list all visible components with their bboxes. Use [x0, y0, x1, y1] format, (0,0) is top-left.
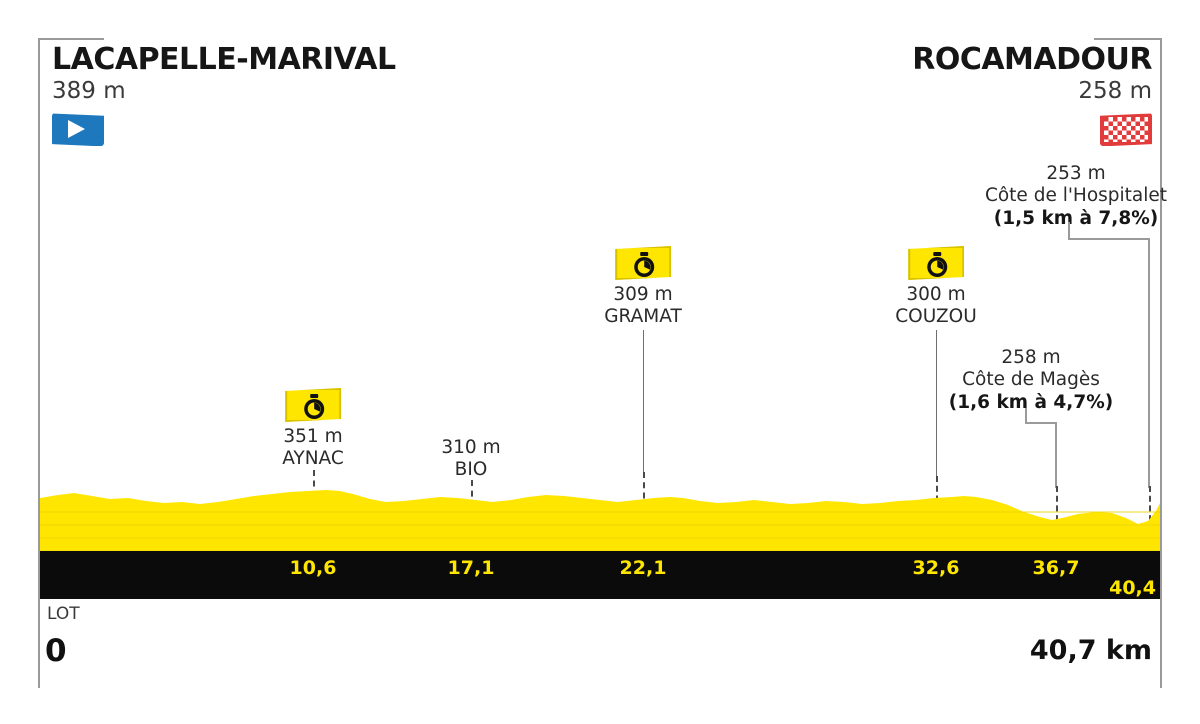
marker-altitude: 300 m [906, 284, 966, 305]
axis-tick-last: 40,4 [1109, 577, 1156, 599]
frame-top-right-cap [1094, 38, 1162, 40]
marker-name: AYNAC [282, 447, 344, 469]
marker-altitude: 309 m [613, 284, 673, 305]
finish-town-name: ROCAMADOUR [912, 42, 1152, 77]
department-label: LOT [47, 604, 80, 624]
sprint-stopwatch-icon [614, 246, 671, 280]
axis-tick-1: 17,1 [447, 557, 495, 579]
marker-name: BIO [454, 458, 488, 480]
marker-altitude: 310 m [441, 437, 501, 458]
marker-couzou: 300 m COUZOU [895, 246, 977, 328]
marker-gramat: 309 m GRAMAT [604, 246, 682, 328]
frame-right-border [1160, 38, 1162, 688]
marker-name: COUZOU [895, 305, 977, 327]
start-town-block: LACAPELLE-MARIVAL 389 m [52, 42, 396, 147]
climb-altitude: 258 m [1001, 347, 1061, 368]
climb-altitude: 253 m [1046, 163, 1106, 184]
connector-gramat-solid [643, 330, 644, 475]
climb-name: Côte de Magès [962, 369, 1100, 391]
start-flag-icon [52, 113, 104, 147]
sprint-stopwatch-icon [284, 388, 341, 422]
climb-name: Côte de l'Hospitalet [984, 185, 1168, 207]
finish-chequered-flag-icon [1100, 113, 1152, 147]
frame-left-border [38, 38, 40, 688]
climb-cote-de-mages: 258 m Côte de Magès (1,6 km à 4,7%) [949, 347, 1113, 415]
sprint-stopwatch-icon [907, 246, 964, 280]
marker-altitude: 351 m [283, 426, 343, 447]
climb-spec: (1,6 km à 4,7%) [948, 392, 1114, 414]
connector-couzou-solid [936, 330, 937, 478]
distance-start-label: 0 [45, 633, 67, 669]
frame-top-left-cap [38, 38, 104, 40]
climb-spec: (1,5 km à 7,8%) [993, 208, 1159, 230]
marker-name: GRAMAT [604, 305, 682, 327]
axis-tick-0: 10,6 [289, 557, 337, 579]
distance-total-label: 40,7 km [1029, 635, 1152, 666]
axis-tick-4: 36,7 [1032, 557, 1080, 579]
climb-cote-de-l-hospitalet: 253 m Côte de l'Hospitalet (1,5 km à 7,8… [985, 163, 1167, 231]
distance-axis-bar: 10,6 17,1 22,1 32,6 36,7 40,4 [40, 551, 1160, 599]
start-town-name: LACAPELLE-MARIVAL [52, 42, 396, 77]
finish-altitude: 258 m [1078, 78, 1152, 104]
marker-bio: 310 m BIO [441, 437, 500, 481]
elevation-profile-area [40, 455, 1160, 560]
axis-tick-2: 22,1 [619, 557, 667, 579]
start-altitude: 389 m [52, 78, 126, 104]
axis-tick-3: 32,6 [912, 557, 960, 579]
finish-town-block: ROCAMADOUR 258 m [912, 42, 1152, 147]
marker-aynac: 351 m AYNAC [282, 388, 344, 470]
